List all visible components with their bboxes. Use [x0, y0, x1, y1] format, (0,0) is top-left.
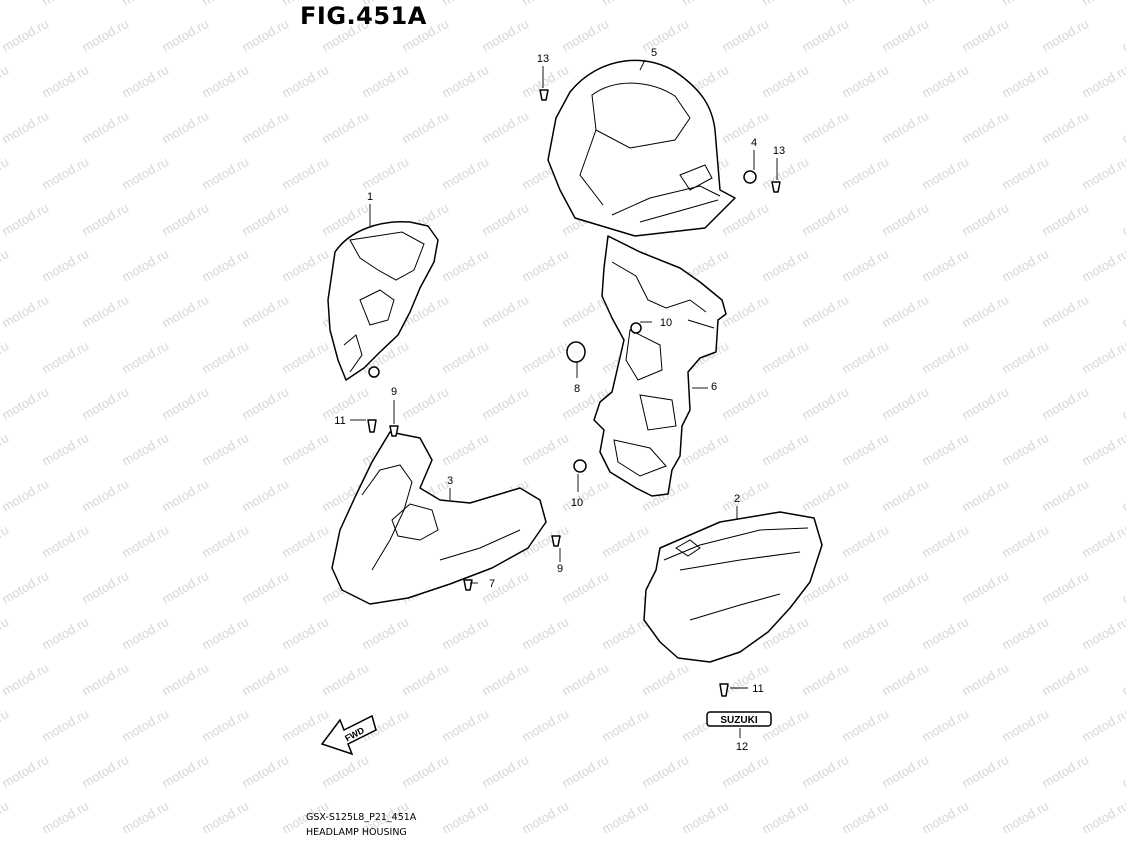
callout-6: 6 — [711, 381, 717, 393]
part-10-nut-upper[interactable] — [630, 322, 642, 334]
part-6-headlamp-bracket[interactable] — [593, 235, 727, 497]
figure-caption: HEADLAMP HOUSING — [306, 827, 407, 838]
part-7-clip[interactable] — [463, 579, 473, 591]
callout-7: 7 — [489, 578, 495, 590]
emblem-text: SUZUKI — [720, 715, 757, 726]
callout-3: 3 — [447, 475, 453, 487]
fwd-arrow-icon: FWD — [320, 714, 377, 756]
part-9-clip-upper[interactable] — [389, 425, 399, 437]
callout-9: 9 — [557, 563, 563, 575]
part-13-clip-left[interactable] — [539, 89, 549, 101]
callout-13: 13 — [537, 53, 549, 65]
callout-10: 10 — [660, 317, 672, 329]
part-11-screw-right[interactable] — [719, 683, 729, 697]
callout-13: 13 — [773, 145, 785, 157]
part-12-emblem[interactable]: SUZUKI — [706, 711, 772, 727]
part-13-clip-right[interactable] — [771, 181, 781, 193]
figure-title: FIG.451A — [300, 2, 427, 30]
callout-10: 10 — [571, 497, 583, 509]
callout-4: 4 — [751, 137, 757, 149]
part-9-clip-lower[interactable] — [551, 535, 561, 547]
part-10-nut-lower[interactable] — [573, 459, 587, 473]
part-11-screw-left[interactable] — [367, 419, 377, 433]
callout-1: 1 — [367, 191, 373, 203]
part-4-bolt[interactable] — [743, 170, 757, 184]
callout-8: 8 — [574, 383, 580, 395]
part-1-front-cowl[interactable] — [327, 221, 439, 381]
part-2-side-cover[interactable] — [643, 511, 823, 663]
callout-11: 11 — [752, 683, 763, 695]
part-1-nut[interactable] — [368, 366, 380, 378]
part-3-lower-cowl[interactable] — [331, 431, 547, 605]
callout-12: 12 — [736, 741, 748, 753]
part-8-damper[interactable] — [566, 341, 586, 363]
leader-lines — [350, 59, 778, 738]
callout-11: 11 — [334, 415, 345, 427]
figure-code: GSX-S125L8_P21_451A — [306, 812, 417, 823]
part-5-headlamp-cover[interactable] — [547, 59, 736, 237]
callout-9: 9 — [391, 386, 397, 398]
callout-2: 2 — [734, 493, 740, 505]
callout-5: 5 — [651, 47, 657, 59]
